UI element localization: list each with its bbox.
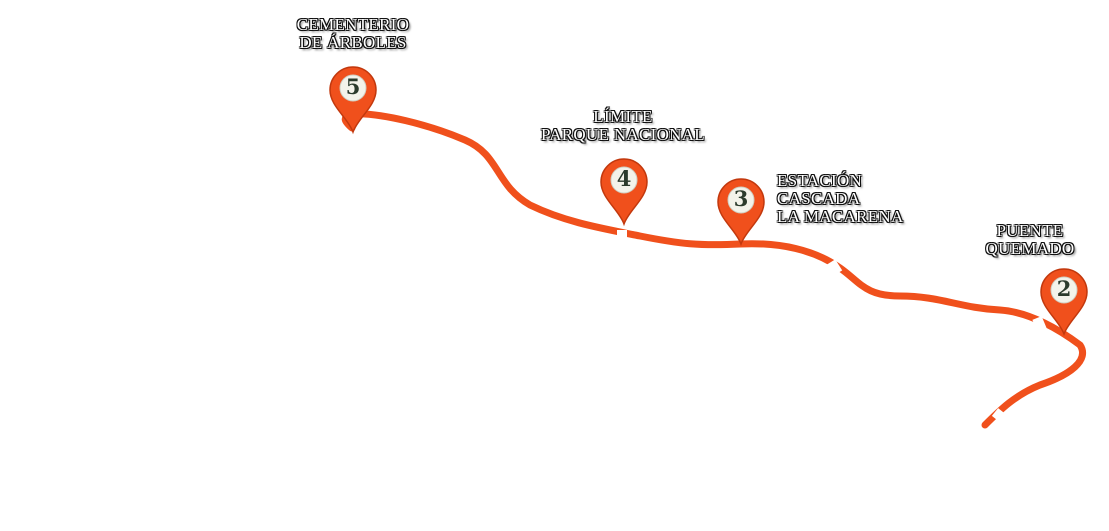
waypoint-label-line: CEMENTERIO (296, 15, 410, 34)
map-pin-icon (329, 66, 377, 135)
waypoint-number: 5 (345, 74, 361, 99)
waypoint-label-2: PUENTE QUEMADO (972, 222, 1088, 258)
route-gap (991, 408, 1009, 424)
map-pin-icon (600, 158, 648, 227)
map-pin-icon (1040, 268, 1088, 337)
waypoint-marker-2[interactable]: 2 (1039, 268, 1089, 337)
map-pin-icon (717, 178, 765, 247)
waypoint-label-5: CEMENTERIO DE ÁRBOLES (286, 16, 420, 52)
waypoint-label-line: ESTACIÓN (777, 171, 863, 190)
waypoint-label-line: LÍMITE (593, 107, 653, 126)
waypoint-label-line: CASCADA (777, 189, 861, 208)
waypoint-label-line: PARQUE NACIONAL (541, 125, 705, 144)
waypoint-number: 2 (1056, 276, 1072, 301)
waypoint-marker-3[interactable]: 3 (716, 178, 766, 247)
waypoint-label-line: LA MACARENA (777, 207, 904, 226)
waypoint-marker-5[interactable]: 5 (328, 66, 378, 135)
trail-route (341, 110, 1086, 429)
route-gap (1032, 316, 1047, 332)
waypoint-label-line: PUENTE (996, 221, 1064, 240)
route-gap (826, 259, 843, 276)
waypoint-number: 3 (733, 186, 749, 211)
waypoint-marker-4[interactable]: 4 (599, 158, 649, 227)
waypoint-label-4: LÍMITE PARQUE NACIONAL (528, 108, 718, 144)
waypoint-label-line: QUEMADO (985, 239, 1075, 258)
waypoint-label-line: DE ÁRBOLES (299, 33, 407, 52)
waypoint-label-3: ESTACIÓN CASCADA LA MACARENA (777, 172, 927, 226)
waypoint-number: 4 (616, 166, 632, 191)
